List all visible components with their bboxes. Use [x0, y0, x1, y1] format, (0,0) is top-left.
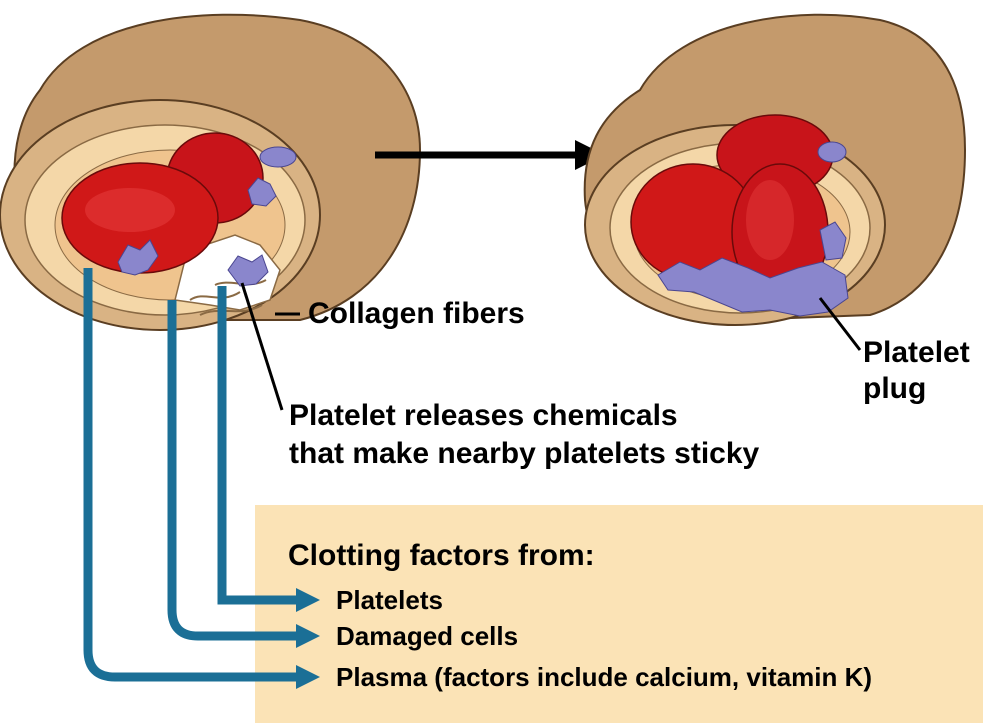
plasma-arrow [88, 268, 298, 677]
damaged-cells-arrow [172, 300, 298, 636]
clotting-factor-arrows [88, 268, 298, 677]
platelet-releases-label-line2: that make nearby platelets sticky [289, 436, 759, 472]
damaged-vessel [0, 15, 420, 330]
plasma-arrowhead [296, 665, 320, 689]
damaged-cells-arrowhead [296, 624, 320, 648]
collagen-fibers-label: Collagen fibers [308, 296, 525, 332]
platelets-arrowhead [296, 588, 320, 612]
platelet-plug-label-line2: plug [863, 371, 926, 407]
clotting-factors-heading: Clotting factors from: [288, 538, 595, 574]
plugged-vessel [585, 15, 965, 325]
platelet-plug-label-line1: Platelet [863, 335, 970, 371]
clotting-item-damaged-cells: Damaged cells [336, 621, 518, 652]
platelet-releases-label-line1: Platelet releases chemicals [289, 398, 678, 434]
clotting-item-platelets: Platelets [336, 585, 443, 616]
clotting-item-plasma: Plasma (factors include calcium, vitamin… [336, 662, 872, 693]
platelets-arrow [222, 286, 298, 600]
